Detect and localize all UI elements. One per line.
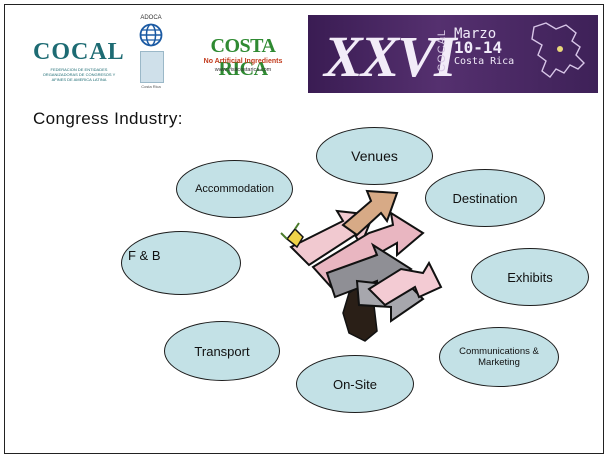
event-month: Marzo (454, 26, 497, 42)
adoca-logo-text: ADOCA (140, 15, 162, 21)
bubble-accommodation: Accommodation (176, 160, 293, 218)
event-dates: Marzo 10-14 Costa Rica (454, 27, 514, 69)
slide: COCAL FEDERACION DE ENTIDADES ORGANIZADO… (4, 4, 604, 454)
adoca-logo-caption: Costa Rica (141, 84, 161, 89)
cocal-logo-text: COCAL (33, 39, 125, 65)
cocal-logo-subtitle: FEDERACION DE ENTIDADES ORGANIZADORAS DE… (42, 67, 116, 82)
bubble-label: Communications & Marketing (459, 346, 539, 368)
bubble-label: Accommodation (195, 183, 274, 195)
map-icon (531, 22, 585, 78)
logo-banner: COCAL FEDERACION DE ENTIDADES ORGANIZADO… (5, 5, 603, 93)
bubble-label: On-Site (332, 376, 378, 392)
bubble-label: F & B (128, 248, 161, 263)
event-vertical-text: COCAL (436, 29, 448, 72)
event-numeral: XXVI (324, 24, 457, 89)
event-days: 10-14 (454, 38, 503, 57)
adoca-logo-panel (140, 51, 164, 83)
bubble-transport: Transport (164, 321, 280, 381)
bubble-communications-marketing: Communications & Marketing (439, 327, 559, 387)
bubble-label: Venues (351, 148, 398, 164)
cocal-logo: COCAL FEDERACION DE ENTIDADES ORGANIZADO… (33, 21, 125, 91)
event-place: Costa Rica (454, 56, 515, 67)
bubble-label: Exhibits (507, 269, 553, 285)
arrows-clipart-icon (280, 189, 443, 342)
bubble-exhibits: Exhibits (471, 248, 589, 306)
bubble-label: Transport (194, 343, 250, 359)
globe-icon (139, 23, 163, 47)
costarica-logo-text: COSTA RICA (210, 35, 276, 80)
bubble-venues: Venues (316, 127, 433, 185)
adoca-logo: ADOCA Costa Rica (129, 15, 173, 91)
costarica-url: www.visitcostarica.com (214, 67, 272, 73)
slide-title: Congress Industry: (33, 109, 183, 128)
bubble-label: Destination (452, 190, 518, 206)
event-banner: XXVI COCAL Marzo 10-14 Costa Rica (308, 15, 598, 93)
costarica-logo: COSTA RICA No Artificial Ingredients www… (191, 35, 295, 85)
bubble-fb: F & B (121, 231, 241, 295)
bubble-destination: Destination (425, 169, 545, 227)
bubble-onsite: On-Site (296, 355, 414, 413)
costarica-tagline: No Artificial Ingredients (203, 58, 283, 65)
